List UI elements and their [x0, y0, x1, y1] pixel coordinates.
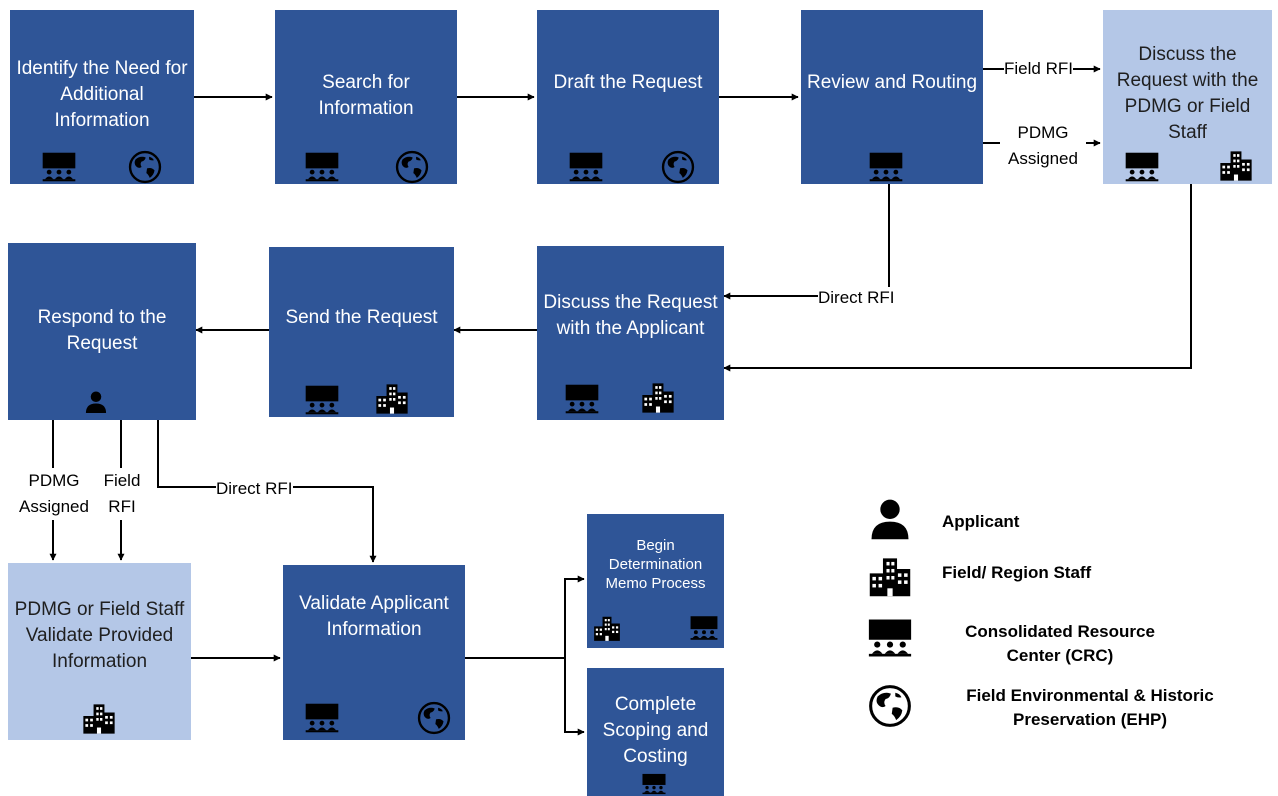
box-draft-request: Draft the Request: [537, 10, 719, 184]
building-icon: [593, 614, 621, 642]
box-discuss-pdmg-field: Discuss the Request with the PDMG or Fie…: [1103, 10, 1272, 184]
box-search-information-title: Search for Information: [318, 72, 414, 119]
box-discuss-applicant: Discuss the Request with the Applicant: [537, 246, 724, 420]
legend-crc-label: Consolidated Resource Center (CRC): [965, 622, 1155, 665]
label-field-rfi-top: Field RFI: [1004, 58, 1073, 80]
box-review-routing-title: Review and Routing: [806, 72, 978, 93]
crc-icon: [565, 382, 599, 416]
building-icon: [82, 701, 116, 735]
box-validate-applicant-title: Validate Applicant Information: [299, 593, 449, 640]
label-pdmg-assigned-bottom: PDMG Assigned: [14, 468, 94, 520]
box-begin-determination-title: Begin Determination Memo Process: [605, 537, 706, 592]
box-pdmg-field-validate-title: PDMG or Field Staff Validate Provided In…: [14, 599, 185, 672]
crc-icon: [42, 150, 76, 184]
box-send-request: Send the Request: [269, 247, 454, 417]
arrow-discuss-pdmg-to-applicant: [723, 184, 1192, 372]
box-respond-request-title: Respond to the Request: [37, 307, 167, 354]
box-validate-applicant: Validate Applicant Information: [283, 565, 465, 740]
globe-icon: [661, 150, 695, 184]
label-field-rfi-bottom: Field RFI: [98, 468, 146, 520]
box-discuss-pdmg-field-title: Discuss the Request with the PDMG or Fie…: [1116, 44, 1259, 143]
legend-ehp: Field Environmental & Historic Preservat…: [868, 684, 1268, 729]
globe-icon: [395, 150, 429, 184]
legend-field-region-label: Field/ Region Staff: [942, 563, 1092, 582]
arrow-validate-begin: [465, 575, 585, 659]
crc-icon: [305, 701, 339, 735]
building-icon: [868, 554, 912, 598]
label-direct-rfi-mid: Direct RFI: [818, 287, 895, 309]
person-icon: [868, 497, 912, 541]
building-icon: [375, 381, 409, 415]
box-send-request-title: Send the Request: [285, 307, 438, 328]
box-identify-need: Identify the Need for Additional Informa…: [10, 10, 194, 184]
legend-field-region-staff: Field/ Region Staff: [868, 554, 1168, 598]
crc-icon: [869, 150, 903, 184]
box-review-routing: Review and Routing: [801, 10, 983, 184]
building-icon: [641, 380, 675, 414]
arrow-validate-scoping: [564, 658, 585, 736]
building-icon: [1219, 148, 1253, 182]
box-complete-scoping-title: Complete Scoping and Costing: [602, 694, 709, 767]
label-pdmg-assigned-top: PDMG Assigned: [1000, 120, 1086, 172]
globe-icon: [128, 150, 162, 184]
crc-icon: [305, 383, 339, 417]
box-begin-determination: Begin Determination Memo Process: [587, 514, 724, 648]
arrow-review-discuss-applicant: [723, 184, 890, 300]
box-pdmg-field-validate: PDMG or Field Staff Validate Provided In…: [8, 563, 191, 740]
legend-crc: Consolidated Resource Center (CRC): [868, 616, 1168, 665]
legend-ehp-label: Field Environmental & Historic Preservat…: [966, 686, 1214, 729]
box-identify-need-title: Identify the Need for Additional Informa…: [16, 58, 188, 131]
crc-icon: [689, 614, 719, 642]
crc-icon: [569, 150, 603, 184]
crc-icon: [639, 772, 669, 796]
crc-icon: [305, 150, 339, 184]
box-respond-request: Respond to the Request: [8, 243, 196, 420]
crc-icon: [1125, 150, 1159, 184]
legend-applicant-label: Applicant: [942, 512, 1020, 531]
legend-applicant: Applicant: [868, 497, 1168, 541]
box-draft-request-title: Draft the Request: [553, 72, 703, 93]
person-icon: [84, 389, 108, 415]
box-search-information: Search for Information: [275, 10, 457, 184]
crc-icon: [868, 616, 912, 660]
globe-icon: [868, 684, 912, 728]
box-complete-scoping: Complete Scoping and Costing: [587, 668, 724, 796]
box-discuss-applicant-title: Discuss the Request with the Applicant: [543, 292, 718, 339]
label-direct-rfi-bottom: Direct RFI: [216, 478, 293, 500]
globe-icon: [417, 701, 451, 735]
